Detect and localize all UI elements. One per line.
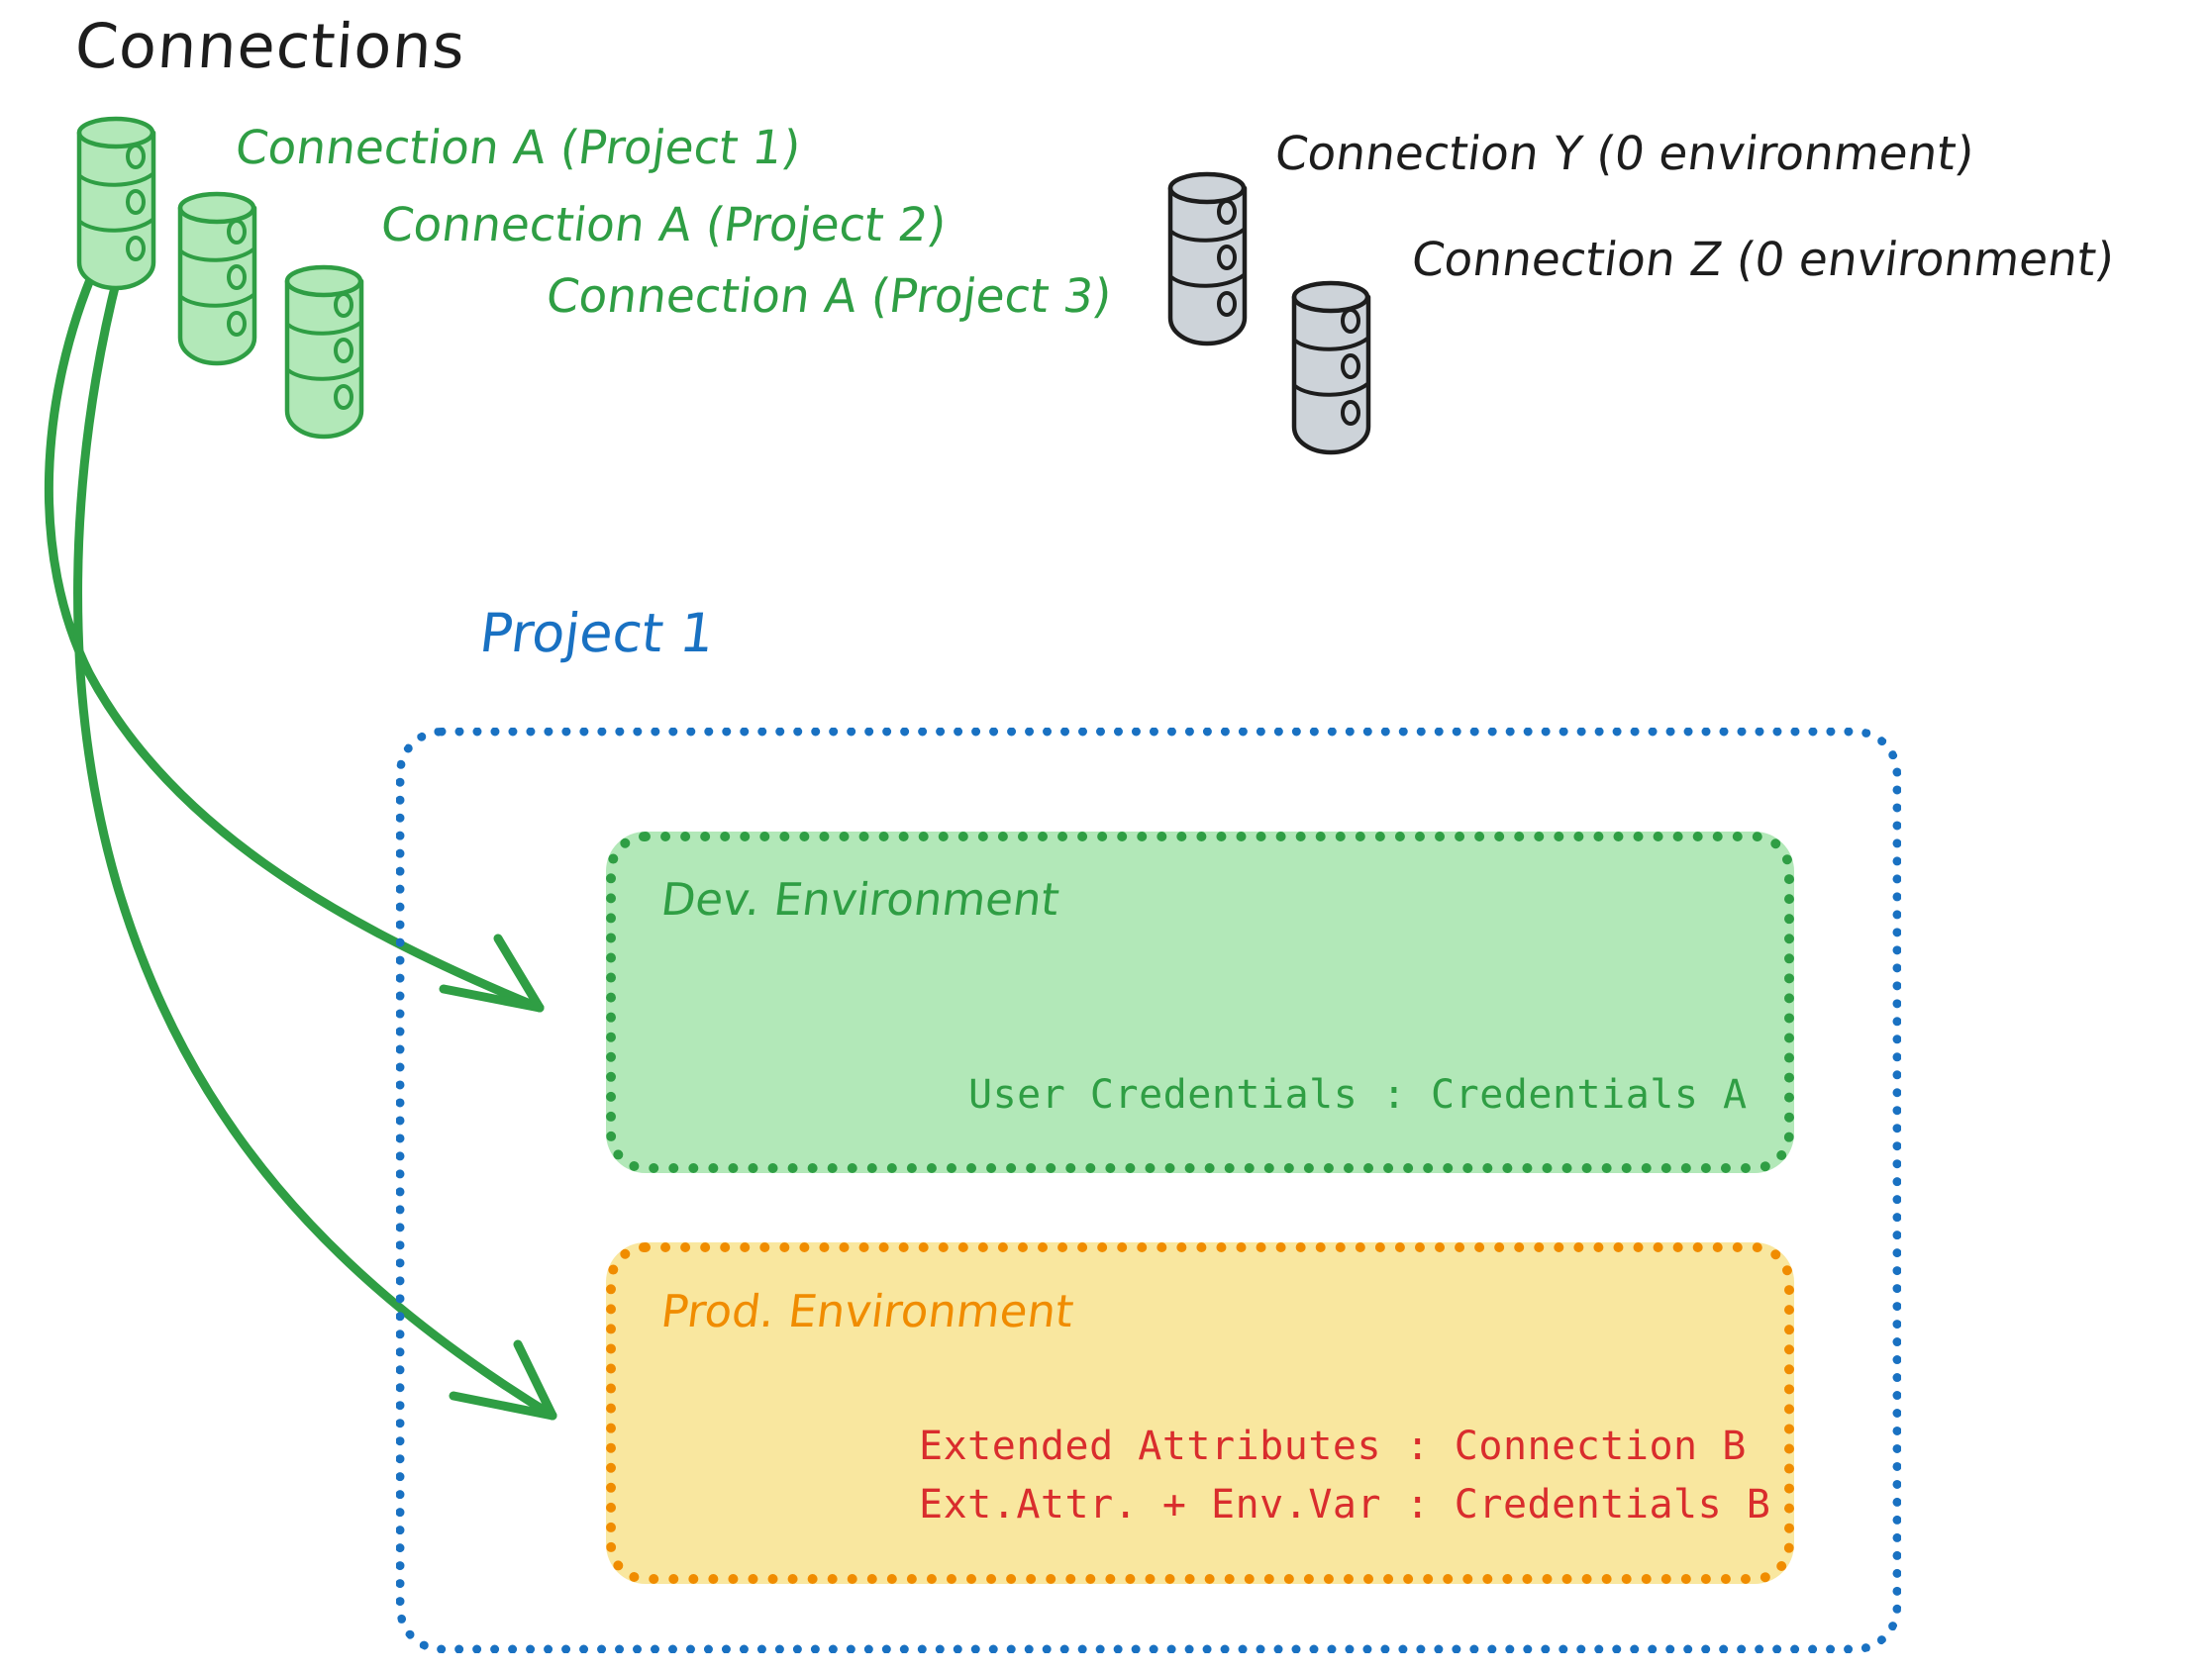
project-title: Project 1	[476, 602, 719, 664]
connection-label-z: Connection Z (0 environment)	[1408, 233, 2118, 287]
database-icon-connection-a-project-1	[76, 116, 156, 291]
page-title: Connections	[72, 10, 468, 82]
connection-label-y: Connection Y (0 environment)	[1271, 127, 1977, 181]
database-icon-connection-y	[1167, 171, 1248, 346]
arrow-conn-a-to-dev	[44, 260, 545, 1013]
connection-label-a-project-2: Connection A (Project 2)	[377, 198, 950, 252]
arrow-conn-a-to-prod	[73, 270, 557, 1421]
database-icon-connection-a-project-3	[284, 264, 364, 440]
connection-label-a-project-3: Connection A (Project 3)	[543, 269, 1115, 324]
environment-label-dev: Dev. Environment	[657, 873, 1062, 926]
project-container	[396, 728, 1901, 1653]
environment-box-prod	[606, 1242, 1794, 1584]
environment-row-prod-0: Extended Attributes : Connection B	[919, 1424, 1747, 1469]
database-icon-connection-z	[1291, 280, 1371, 455]
environment-row-prod-1: Ext.Attr. + Env.Var : Credentials B	[919, 1482, 1771, 1527]
database-icon-connection-a-project-2	[177, 191, 257, 366]
environment-row-dev-0: User Credentials : Credentials A	[968, 1072, 1748, 1118]
connection-label-a-project-1: Connection A (Project 1)	[232, 121, 804, 175]
environment-box-dev	[606, 832, 1794, 1173]
environment-label-prod: Prod. Environment	[657, 1285, 1077, 1337]
